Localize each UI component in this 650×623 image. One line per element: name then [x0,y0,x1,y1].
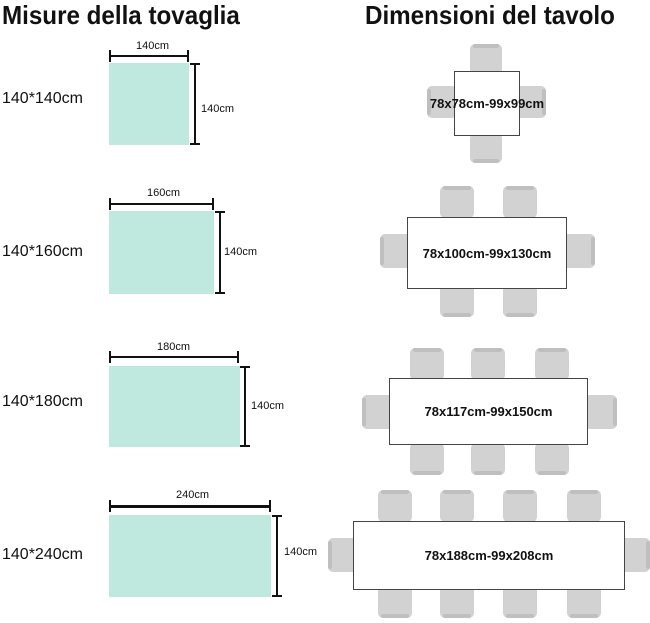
tablecloth-size-label: 140*180cm [2,393,83,410]
height-dimension-line [272,515,282,597]
chair-icon [380,234,412,268]
tablecloth-size-label: 140*160cm [2,243,83,260]
chair-icon [535,348,569,380]
table-dimension-label: 78x100cm-99x130cm [422,245,552,261]
table-top: 78x100cm-99x130cm [407,217,567,289]
chair-icon [378,490,412,522]
chair-icon [503,186,537,218]
tablecloth-swatch [109,63,189,145]
tablecloth-swatch [109,515,271,597]
width-label: 140cm [136,40,170,52]
table-dimension-label: 78x117cm-99x150cm [424,404,553,419]
width-dimension-line [109,198,214,210]
height-label: 140cm [201,103,235,115]
chair-icon [410,348,444,380]
table-top: 78x188cm-99x208cm [353,521,625,590]
chair-icon [427,86,457,118]
chair-icon [516,86,546,118]
table-top: 78x117cm-99x150cm [389,378,588,445]
chair-icon [471,443,505,475]
width-dimension-line [109,50,189,62]
width-label: 160cm [147,187,181,199]
width-label: 240cm [176,489,210,501]
chair-icon [440,186,474,218]
chair-icon [440,490,474,522]
chair-icon [535,443,569,475]
chair-icon [471,348,505,380]
chair-icon [440,285,474,317]
chair-icon [503,285,537,317]
width-label: 180cm [157,341,191,353]
chair-icon [503,586,537,618]
table-dimension-label: 78x78cm-99x99cm [429,96,545,111]
chair-icon [567,586,601,618]
tablecloth-size-label: 140*240cm [2,546,83,563]
table-top: 78x78cm-99x99cm [430,71,544,136]
width-dimension-line [109,351,239,363]
height-label: 140cm [224,246,258,258]
chair-icon [563,234,595,268]
chair-icon [503,490,537,522]
chair-icon [378,586,412,618]
tablecloth-swatch [109,366,240,447]
height-dimension-line [240,366,250,447]
chair-icon [585,395,617,429]
chair-icon [440,586,474,618]
tablecloth-sizes-heading: Misure della tovaglia [2,0,240,30]
table-dimension-label: 78x188cm-99x208cm [424,548,554,563]
height-dimension-line [190,63,200,145]
chair-icon [362,395,394,429]
chair-icon [410,443,444,475]
height-label: 140cm [284,546,318,558]
height-dimension-line [215,211,225,294]
chair-icon [470,133,502,163]
tablecloth-size-label: 140*140cm [2,90,83,107]
tablecloth-swatch [109,211,214,294]
chair-icon [470,44,502,74]
chair-icon [620,538,650,572]
chair-icon [567,490,601,522]
height-label: 140cm [251,400,285,412]
table-dimensions-heading: Dimensioni del tavolo [365,0,615,30]
width-dimension-line [109,500,271,512]
